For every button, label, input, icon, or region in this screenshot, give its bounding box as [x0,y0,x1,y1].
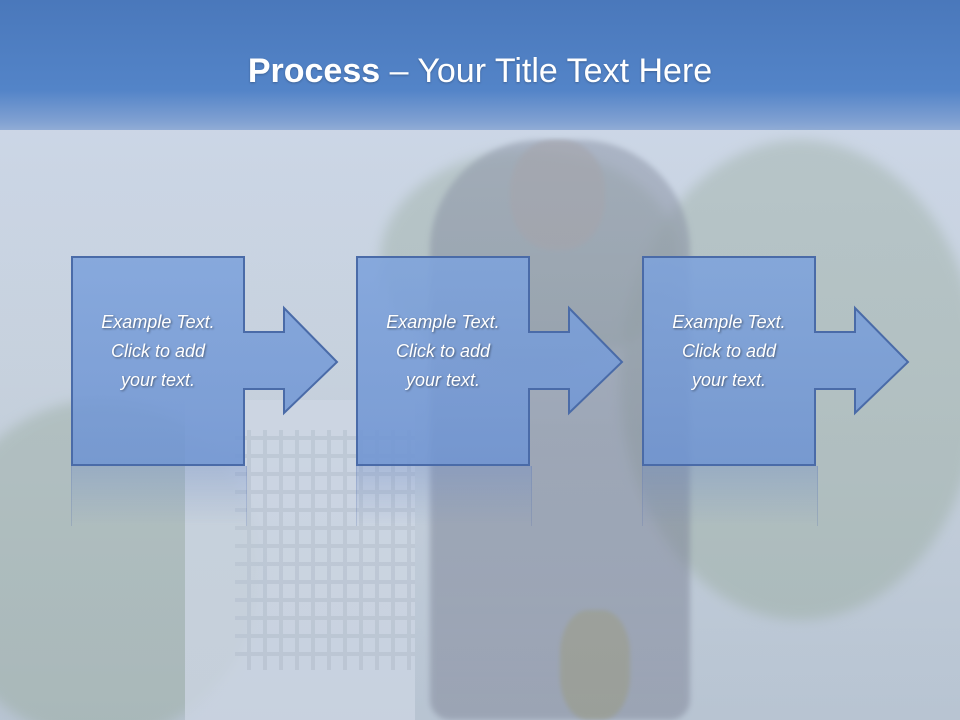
step-box-arrow-shape [642,256,910,466]
step-text-line: your text. [691,370,767,390]
title-band [0,0,960,150]
process-step-2[interactable]: Example Text. Click to add your text. [356,256,656,466]
bicycle-wheel [560,610,630,720]
step-text[interactable]: Example Text. Click to add your text. [79,308,237,395]
step-text-line: Click to add [395,341,491,361]
slide-title-bold: Process [247,52,381,90]
slide-title[interactable]: Process – Your Title Text Here [0,52,960,91]
step-text-line: Example Text. [101,312,215,332]
step-text-line: Click to add [681,341,777,361]
building-windows [235,430,415,670]
slide-title-rest: – Your Title Text Here [380,52,713,90]
step-text-line: your text. [405,370,481,390]
step-reflection [71,466,247,526]
step-reflection [642,466,818,526]
process-step-1[interactable]: Example Text. Click to add your text. [71,256,371,466]
step-text-line: Example Text. [672,312,786,332]
cyclist-head [510,140,605,250]
step-text-line: your text. [120,370,196,390]
step-text-line: Example Text. [386,312,500,332]
step-reflection [356,466,532,526]
step-text[interactable]: Example Text. Click to add your text. [650,308,808,395]
process-step-3[interactable]: Example Text. Click to add your text. [642,256,942,466]
step-text[interactable]: Example Text. Click to add your text. [364,308,522,395]
step-box-arrow-shape [71,256,339,466]
step-box-arrow-shape [356,256,624,466]
step-text-line: Click to add [110,341,206,361]
